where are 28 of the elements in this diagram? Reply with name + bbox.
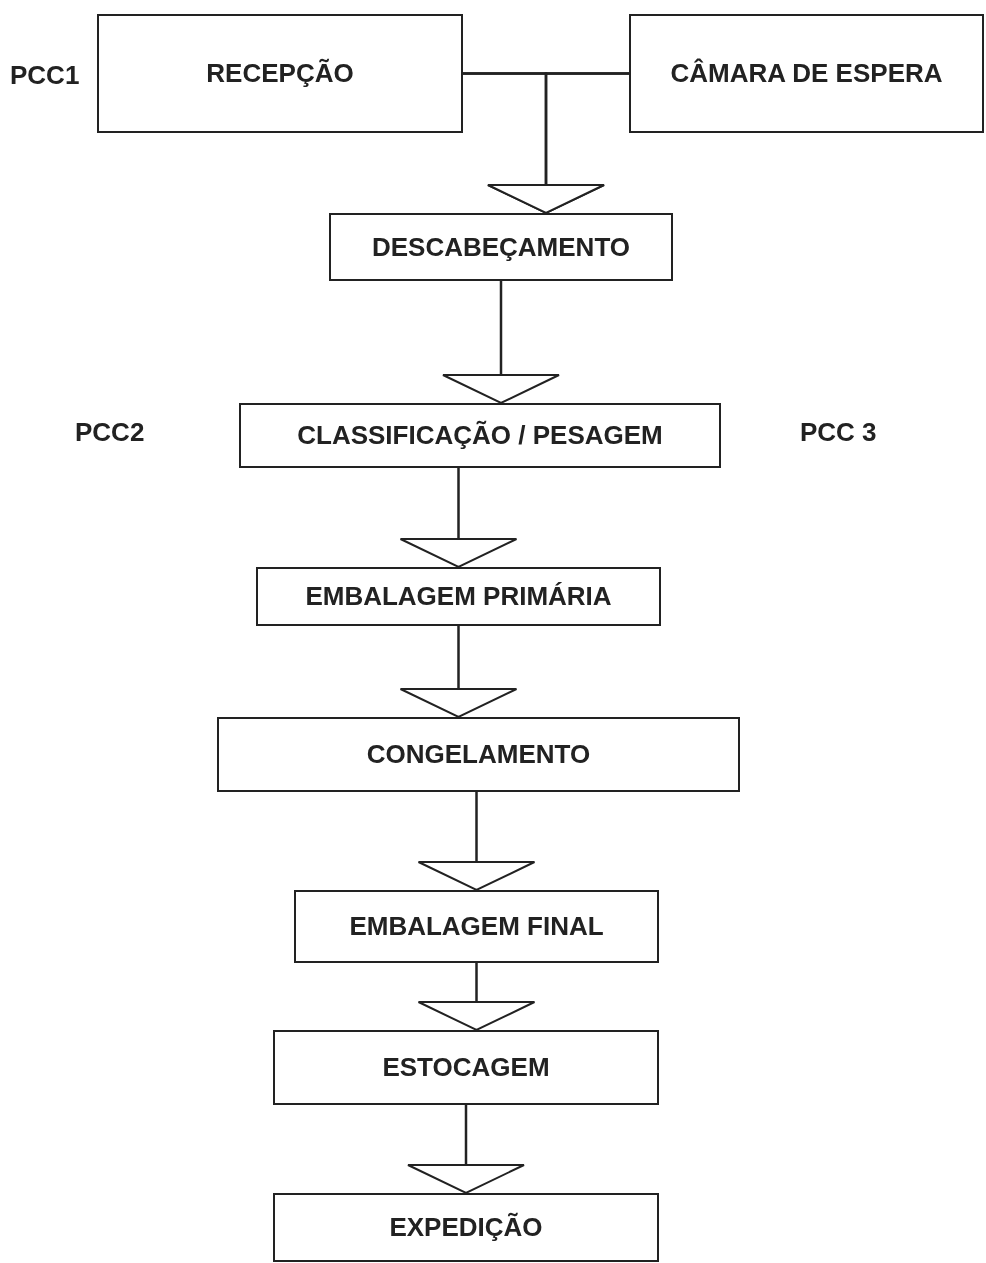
step-label: DESCABEÇAMENTO [371,231,631,263]
step-label: EMBALAGEM FINAL [349,911,604,942]
control-point-label: PCC2 [75,417,145,448]
arrow [487,72,629,214]
process-box [329,213,673,281]
arrow [407,1105,525,1194]
control-point-label: PCC 3 [800,417,877,448]
step-label: CONGELAMENTO [366,739,591,770]
arrow [417,963,536,1031]
arrow [399,468,518,568]
process-box [97,14,463,133]
step-label: EMBALAGEM PRIMÁRIA [305,581,612,612]
step-label: CÂMARA DE ESPERA [670,58,943,89]
step-label: RECEPÇÃO [206,58,354,89]
step-label: ESTOCAGEM [382,1052,550,1083]
process-box [217,717,740,792]
step-label: EXPEDIÇÃO [389,1212,543,1243]
step-label: CLASSIFICAÇÃO / PESAGEM [297,420,663,451]
process-box [273,1030,659,1105]
process-box [294,890,659,963]
process-box [273,1193,659,1262]
control-point-label: PCC1 [10,60,80,91]
process-box [629,14,984,133]
arrow [442,281,560,404]
process-box [256,567,661,626]
arrow [417,792,536,891]
process-box [239,403,721,468]
arrow [399,626,518,718]
